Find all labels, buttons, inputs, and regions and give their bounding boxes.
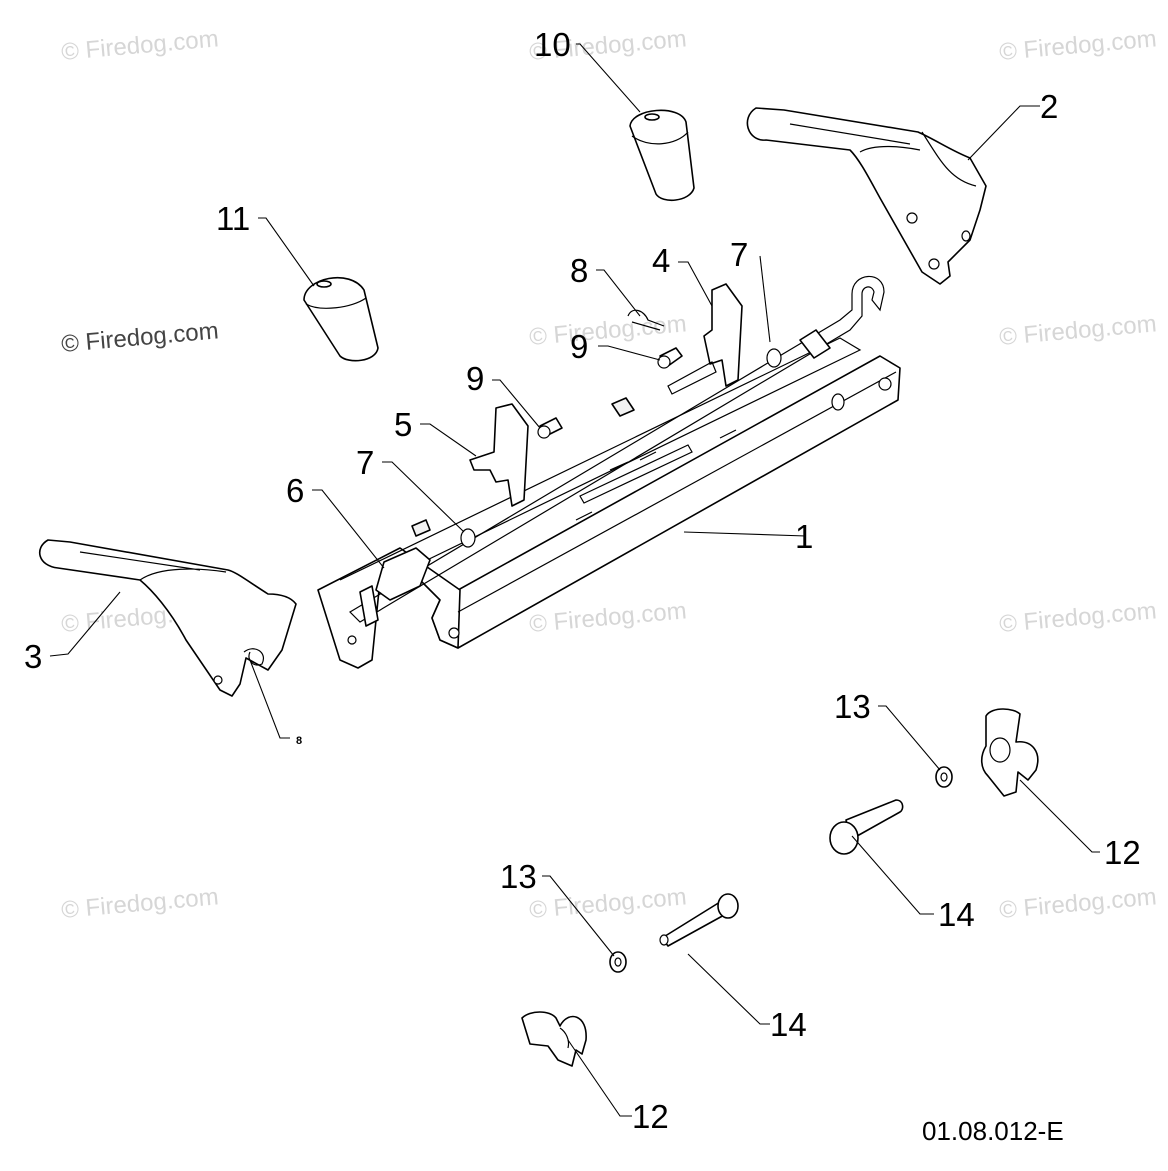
part-12-knob-bottom bbox=[521, 1011, 587, 1067]
part-9-bolts bbox=[537, 347, 683, 439]
callout-13: 13 bbox=[834, 688, 871, 725]
watermark: © Firedog.com bbox=[60, 25, 219, 66]
watermark: © Firedog.com bbox=[998, 597, 1157, 638]
part-3-handle bbox=[38, 539, 297, 697]
callout-10: 10 bbox=[534, 26, 571, 63]
watermark: © Firedog.com bbox=[60, 883, 219, 924]
shaft-rod bbox=[349, 275, 885, 623]
watermark: © Firedog.com bbox=[528, 883, 687, 924]
part-8-clip bbox=[627, 309, 665, 331]
callout-2: 2 bbox=[1040, 88, 1058, 125]
callout-1: 1 bbox=[795, 518, 813, 555]
part-4-bracket bbox=[667, 283, 743, 395]
part-12-knob-right bbox=[980, 708, 1039, 797]
callout-3: 3 bbox=[24, 638, 42, 675]
callout-8: 8 bbox=[570, 252, 588, 289]
part-5-bracket bbox=[469, 403, 529, 507]
part-6-linkage bbox=[359, 547, 431, 627]
watermark: © Firedog.com bbox=[998, 883, 1157, 924]
part-13-washers bbox=[609, 766, 953, 973]
leader-lines bbox=[49, 43, 1100, 1117]
callout-12: 12 bbox=[1104, 834, 1141, 871]
callout-5: 5 bbox=[394, 406, 412, 443]
callout-7: 7 bbox=[730, 236, 748, 273]
watermark: © Firedog.com bbox=[528, 597, 687, 638]
callout-4: 4 bbox=[652, 242, 670, 279]
callout-7: 7 bbox=[356, 444, 374, 481]
callout-14: 14 bbox=[938, 896, 975, 933]
drawing-code: 01.08.012-E bbox=[922, 1116, 1064, 1146]
callout-12: 12 bbox=[632, 1098, 669, 1135]
callout-11: 11 bbox=[216, 200, 250, 237]
callout-13: 13 bbox=[500, 858, 537, 895]
callout-9: 9 bbox=[570, 328, 588, 365]
part-11-knob bbox=[303, 276, 379, 362]
watermark-layer: © Firedog.com © Firedog.com © Firedog.co… bbox=[60, 25, 1157, 924]
watermark: © Firedog.com bbox=[998, 310, 1157, 351]
part-10-knob bbox=[629, 109, 695, 201]
callout-8-small: 8 bbox=[296, 735, 302, 747]
copyright-watermark: © Firedog.com bbox=[60, 317, 219, 358]
callout-9: 9 bbox=[466, 360, 484, 397]
callout-6: 6 bbox=[286, 472, 304, 509]
watermark: © Firedog.com bbox=[998, 25, 1157, 66]
watermark: © Firedog.com bbox=[528, 310, 687, 351]
part-2-handle bbox=[746, 107, 987, 285]
part-1-frame bbox=[317, 337, 901, 669]
part-14-bolts bbox=[659, 799, 904, 947]
callouts: 1 2 3 4 5 6 7 7 8 8 9 9 10 11 12 12 13 1… bbox=[24, 26, 1141, 1135]
callout-14: 14 bbox=[770, 1006, 807, 1043]
